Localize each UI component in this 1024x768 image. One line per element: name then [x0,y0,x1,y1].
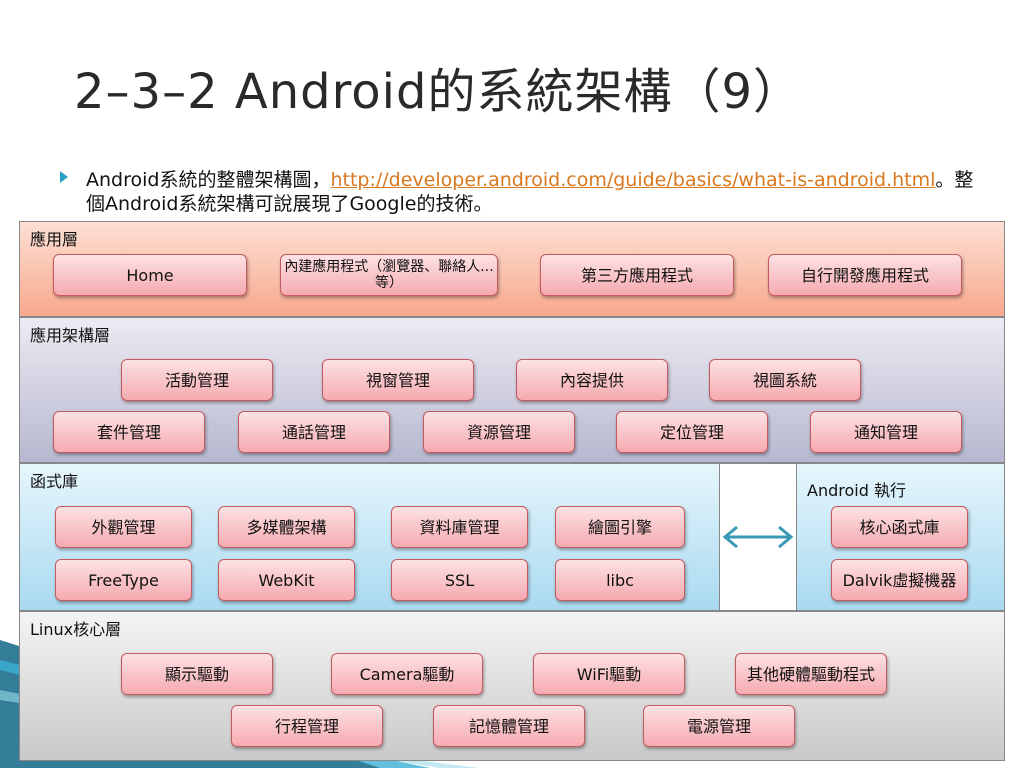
runtime-label: Android 執行 [807,481,906,500]
runtime-core-libs-box[interactable]: 核心函式庫 [831,506,968,548]
framework-location-box[interactable]: 定位管理 [616,411,768,453]
framework-window-box[interactable]: 視窗管理 [322,359,474,401]
double-arrow-icon [722,525,794,549]
framework-resource-box[interactable]: 資源管理 [423,411,575,453]
app-builtin-box[interactable]: 內建應用程式（瀏覽器、聯絡人...等） [280,254,498,296]
app-thirdparty-box[interactable]: 第三方應用程式 [540,254,734,296]
lib-webkit-box[interactable]: WebKit [218,559,355,601]
kernel-camera-driver-box[interactable]: Camera驅動 [331,653,483,695]
applications-layer-label: 應用層 [30,230,79,249]
framework-content-box[interactable]: 內容提供 [516,359,668,401]
lib-sqlite-box[interactable]: 資料庫管理 [391,506,528,548]
kernel-other-drivers-box[interactable]: 其他硬體驅動程式 [735,653,887,695]
app-home-box[interactable]: Home [53,254,247,296]
lib-graphics-box[interactable]: 繪圖引擎 [555,506,685,548]
page-title: 2–3–2 Android的系統架構（9） [74,64,802,120]
lib-media-box[interactable]: 多媒體架構 [218,506,355,548]
kernel-process-box[interactable]: 行程管理 [231,705,383,747]
libraries-layer-label: 函式庫 [30,472,79,491]
lib-ssl-box[interactable]: SSL [391,559,528,601]
app-custom-box[interactable]: 自行開發應用程式 [768,254,962,296]
framework-layer-label: 應用架構層 [30,326,111,345]
lib-libc-box[interactable]: libc [555,559,685,601]
bullet-arrow-icon [60,171,68,183]
developer-link[interactable]: http://developer.android.com/guide/basic… [330,169,936,191]
kernel-power-box[interactable]: 電源管理 [643,705,795,747]
bullet-paragraph: Android系統的整體架構圖，http://developer.android… [60,168,990,216]
runtime-dalvik-box[interactable]: Dalvik虛擬機器 [831,559,968,601]
lib-freetype-box[interactable]: FreeType [55,559,192,601]
framework-telephony-box[interactable]: 通話管理 [238,411,390,453]
kernel-memory-box[interactable]: 記憶體管理 [433,705,585,747]
bullet-suffix: 。整個Android系統架構可說展現了Google的技術。 [86,169,974,215]
bullet-text: Android系統的整體架構圖，http://developer.android… [86,168,990,216]
framework-package-box[interactable]: 套件管理 [53,411,205,453]
framework-notification-box[interactable]: 通知管理 [810,411,962,453]
kernel-layer-label: Linux核心層 [30,620,122,639]
kernel-wifi-driver-box[interactable]: WiFi驅動 [533,653,685,695]
framework-activity-box[interactable]: 活動管理 [121,359,273,401]
lib-surface-box[interactable]: 外觀管理 [55,506,192,548]
bullet-prefix: Android系統的整體架構圖， [86,169,331,191]
android-architecture-diagram: 應用層 Home 內建應用程式（瀏覽器、聯絡人...等） 第三方應用程式 自行開… [19,221,1005,761]
kernel-display-driver-box[interactable]: 顯示驅動 [121,653,273,695]
framework-view-box[interactable]: 視圖系統 [709,359,861,401]
